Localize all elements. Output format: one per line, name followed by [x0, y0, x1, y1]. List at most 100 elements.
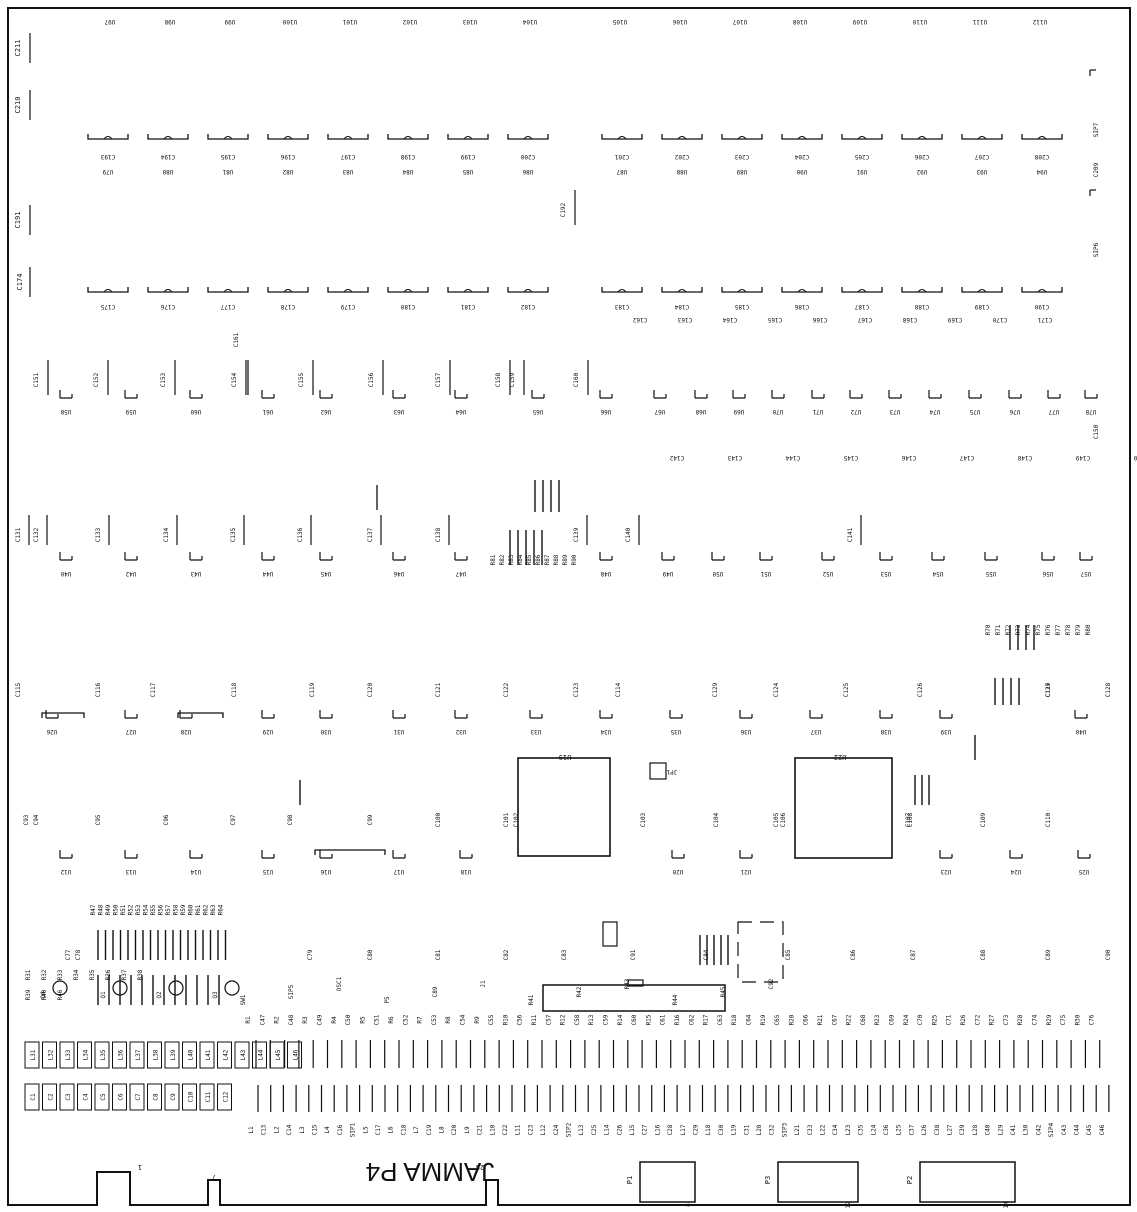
- ic-row2-outline: [901, 287, 943, 293]
- ic-notch: [343, 136, 353, 140]
- row5-cap-label: C124: [773, 682, 780, 697]
- row8-label: R3: [302, 1016, 309, 1024]
- row7-misc-label: SIP5: [288, 984, 295, 999]
- row11-label: L11: [515, 1124, 522, 1135]
- row8-label: R23: [874, 1014, 881, 1025]
- row9-box: [147, 1041, 162, 1069]
- row11-label: C28: [667, 1124, 674, 1135]
- ic-row1-chip: U83: [342, 168, 353, 175]
- connector-pin-count: 12: [845, 1201, 852, 1209]
- row6-cap-label: C107: [905, 812, 912, 827]
- row7-array-label: R54: [143, 904, 150, 915]
- row3-chip-label: U66: [600, 408, 611, 415]
- ic-row1-cap: C193: [100, 153, 115, 160]
- board-edge: [7, 7, 1131, 1206]
- side-cap-label: C174: [16, 274, 24, 291]
- ic-row2-cap: C187: [854, 303, 869, 310]
- row8-label: R17: [703, 1014, 710, 1025]
- row8-label: R25: [931, 1014, 938, 1025]
- ic-notch: [797, 136, 807, 140]
- row11-label: C21: [477, 1124, 484, 1135]
- row8-label: C76: [1089, 1014, 1096, 1025]
- row4-chip-label: U53: [880, 570, 891, 577]
- row4-cap-label: C140: [625, 527, 632, 542]
- row6-cap-label: C102: [513, 812, 520, 827]
- row11-label: C37: [908, 1124, 915, 1135]
- row7-misc-label: R45: [720, 986, 727, 997]
- top-ic-label: U111: [972, 18, 987, 25]
- row8-label: R22: [846, 1014, 853, 1025]
- row3-lower-cap: C147: [959, 454, 974, 461]
- row8-label: R9: [474, 1016, 481, 1024]
- ic-row2-cap: C182: [520, 303, 535, 310]
- row4-chip-label: U54: [932, 570, 943, 577]
- row4-chip: [261, 552, 275, 561]
- connector-header: [919, 1161, 1016, 1203]
- row5-chip: [939, 710, 953, 719]
- row4-chip: [661, 552, 675, 561]
- row6-chip: [939, 850, 953, 859]
- row3-chip-label: U62: [320, 408, 331, 415]
- row11-label: C29: [693, 1124, 700, 1135]
- row4-chip: [984, 552, 998, 561]
- row11-label: C27: [642, 1124, 649, 1135]
- row10-box: [94, 1083, 110, 1111]
- ic-row1-chip: U85: [462, 168, 473, 175]
- top-ic-label: U103: [462, 18, 477, 25]
- row5-cap-label: C128: [1105, 682, 1112, 697]
- row4-chip: [454, 552, 468, 561]
- row6-cap-label: C96: [163, 814, 170, 825]
- row5-resistor-label: R74: [1025, 624, 1032, 635]
- big-chip-label: U19: [559, 753, 572, 761]
- ic-row2-lower-cap: C163: [677, 316, 692, 323]
- row6-cap-label: C94: [33, 814, 40, 825]
- row9-box: [94, 1041, 110, 1069]
- ic-row2-outline: [267, 287, 309, 293]
- row4-chip: [319, 552, 333, 561]
- row10-label: C12: [223, 1091, 230, 1102]
- row4-chip: [189, 552, 203, 561]
- row3-cap-label: C152: [93, 372, 100, 387]
- row6-chip: [671, 850, 685, 859]
- row8-label: C70: [917, 1014, 924, 1025]
- row5-chip-label: U38: [880, 728, 891, 735]
- row6-chip: [319, 850, 333, 859]
- row8-label: C61: [660, 1014, 667, 1025]
- row5-cap-label: C127: [1045, 682, 1052, 697]
- row3-chip-label: U71: [812, 408, 823, 415]
- component-marks: [24, 33, 1110, 1203]
- row7-array-label: R64: [218, 904, 225, 915]
- ic-row1-chip: U81: [222, 168, 233, 175]
- row3-cap-label: C160: [573, 372, 580, 387]
- ic-notch: [283, 289, 293, 293]
- row11-label: C46: [1099, 1124, 1106, 1135]
- row3-cap-label: C155: [298, 372, 305, 387]
- connector-pin-label: 1: [138, 1163, 142, 1171]
- row11-label: L26: [921, 1124, 928, 1135]
- row4-chip: [599, 552, 613, 561]
- row3-chip: [849, 390, 863, 399]
- ic-notch: [677, 289, 687, 293]
- ic-u26: [41, 712, 85, 718]
- ic-row2-cap: C177: [220, 303, 235, 310]
- ic-row1-cap: C206: [914, 153, 929, 160]
- row5-cap-label: C118: [231, 682, 238, 697]
- row10-label: C2: [48, 1093, 55, 1101]
- row6-chip: [1077, 850, 1091, 859]
- row9-label: L34: [83, 1049, 90, 1060]
- row4-chip-label: U57: [1080, 570, 1091, 577]
- row9-box: [252, 1041, 267, 1069]
- row5-cap-label: C119: [309, 682, 316, 697]
- row4-chip-label: U44: [262, 570, 273, 577]
- connector-pin-count: 8: [685, 1203, 692, 1207]
- row8-label: C59: [603, 1014, 610, 1025]
- row5-chip: [45, 710, 59, 719]
- row8-label: C63: [717, 1014, 724, 1025]
- row3-chip: [888, 390, 902, 399]
- ic-row2-outline: [841, 287, 883, 293]
- ic-row1-outline: [841, 134, 883, 140]
- row7-array-label: R51: [120, 904, 127, 915]
- ic-row2-outline: [207, 287, 249, 293]
- row7-cap-label: C91: [630, 949, 637, 960]
- row5-chip-label: U35: [670, 728, 681, 735]
